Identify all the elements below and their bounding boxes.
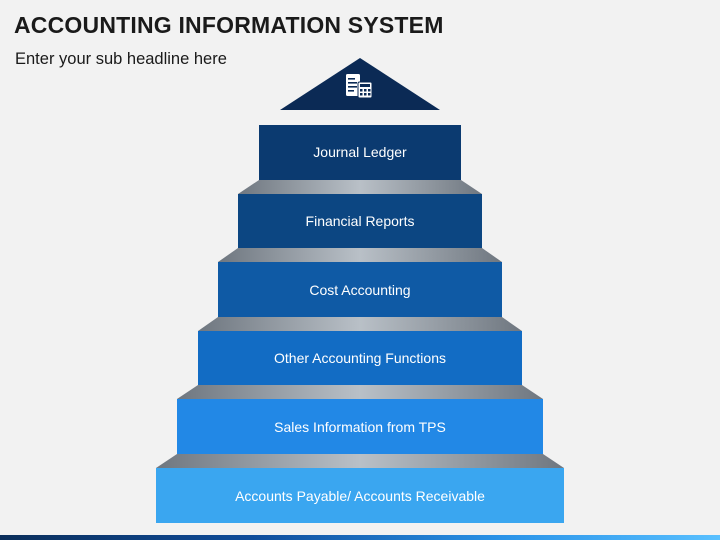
tier-accounts-payable-receivable: Accounts Payable/ Accounts Receivable: [156, 468, 564, 523]
tier-financial-reports: Financial Reports: [238, 194, 482, 248]
tier-sales-information-from-tps: Sales Information from TPS: [177, 399, 543, 454]
tier-cost-accounting: Cost Accounting: [218, 262, 502, 317]
tier-label-cost-accounting: Cost Accounting: [309, 282, 410, 298]
tier-connector: [218, 248, 502, 262]
tier-connector: [238, 180, 482, 194]
tier-connector: [177, 385, 543, 399]
tier-label-accounts-payable-receivable: Accounts Payable/ Accounts Receivable: [235, 488, 485, 504]
document-calculator-icon: [346, 74, 373, 99]
tier-label-sales-information-from-tps: Sales Information from TPS: [274, 419, 446, 435]
tier-journal-ledger: Journal Ledger: [259, 125, 461, 180]
tier-label-other-accounting-functions: Other Accounting Functions: [274, 350, 446, 366]
tier-other-accounting-functions: Other Accounting Functions: [198, 331, 522, 385]
bottom-accent-bar: [0, 535, 720, 540]
tier-label-journal-ledger: Journal Ledger: [313, 144, 407, 160]
tier-connector: [198, 317, 522, 331]
page-title: ACCOUNTING INFORMATION SYSTEM: [14, 12, 444, 38]
tier-connector: [156, 454, 564, 468]
page-subtitle: Enter your sub headline here: [15, 50, 227, 68]
tier-label-financial-reports: Financial Reports: [306, 213, 415, 229]
